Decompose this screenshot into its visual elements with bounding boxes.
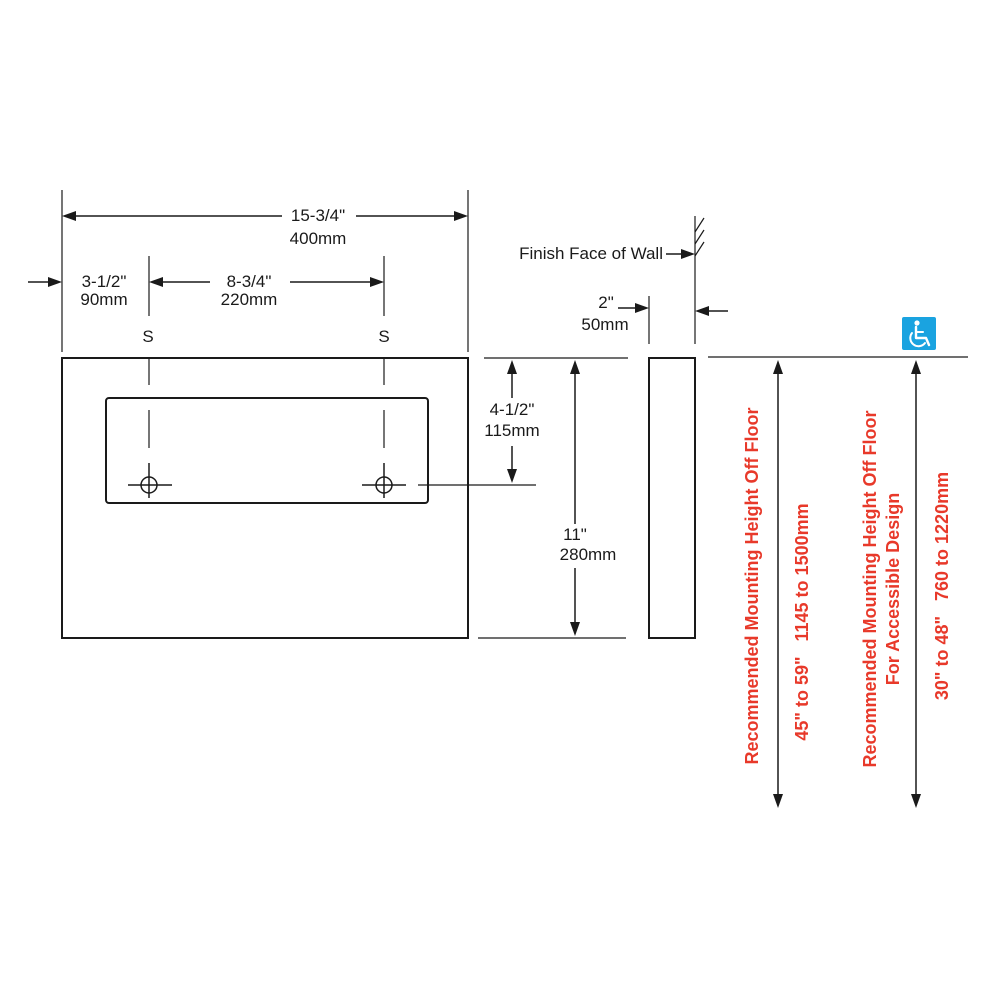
- depth-mm-label: 50mm: [581, 315, 628, 334]
- overall-width-mm-label: 400mm: [290, 229, 347, 248]
- hole-height-in-label: 4-1/2": [490, 400, 535, 419]
- height-dimensions: 4-1/2" 115mm 11" 280mm: [478, 357, 628, 639]
- depth-in-label: 2": [598, 293, 614, 312]
- overall-height-mm-label: 280mm: [560, 545, 617, 564]
- screw-hole-left: [128, 463, 172, 498]
- standard-mounting-range: 45" to 59" 1145 to 1500mm: [792, 503, 812, 740]
- left-offset-dimension: 3-1/2" 90mm: [28, 272, 128, 309]
- overall-height-in-label: 11": [563, 525, 587, 544]
- accessible-mounting-range: 30" to 48" 760 to 1220mm: [932, 472, 952, 700]
- mounting-guides: [708, 356, 968, 808]
- overall-width-in-label: 15-3/4": [291, 206, 345, 225]
- wall-hatch: [694, 217, 705, 257]
- left-offset-mm-label: 90mm: [80, 290, 127, 309]
- screw-hole-right: [362, 463, 406, 498]
- accessible-mounting-title-1: Recommended Mounting Height Off Floor: [860, 411, 880, 768]
- dispenser-opening: [105, 397, 429, 504]
- hole-height-mm-label: 115mm: [484, 421, 539, 440]
- screw-label-left: S: [142, 327, 153, 346]
- standard-mounting-title: Recommended Mounting Height Off Floor: [742, 408, 762, 765]
- cabinet-front-outline: [61, 357, 469, 639]
- accessible-mounting-title-2: For Accessible Design: [883, 493, 903, 685]
- screw-label-right: S: [378, 327, 389, 346]
- finish-face-label: Finish Face of Wall: [519, 244, 663, 263]
- screw-spacing-dimension: 8-3/4" 220mm S S: [142, 256, 390, 346]
- cabinet-side-outline: [648, 357, 696, 639]
- side-view: 2" 50mm Finish Face of Wall: [519, 216, 728, 639]
- wheelchair-icon: [902, 317, 936, 350]
- screw-spacing-in-label: 8-3/4": [227, 272, 272, 291]
- front-view: [61, 357, 536, 639]
- overall-width-dimension: 15-3/4" 400mm: [61, 190, 469, 352]
- left-offset-in-label: 3-1/2": [82, 272, 127, 291]
- mounting-text: Recommended Mounting Height Off Floor 45…: [742, 408, 952, 768]
- screw-spacing-mm-label: 220mm: [221, 290, 278, 309]
